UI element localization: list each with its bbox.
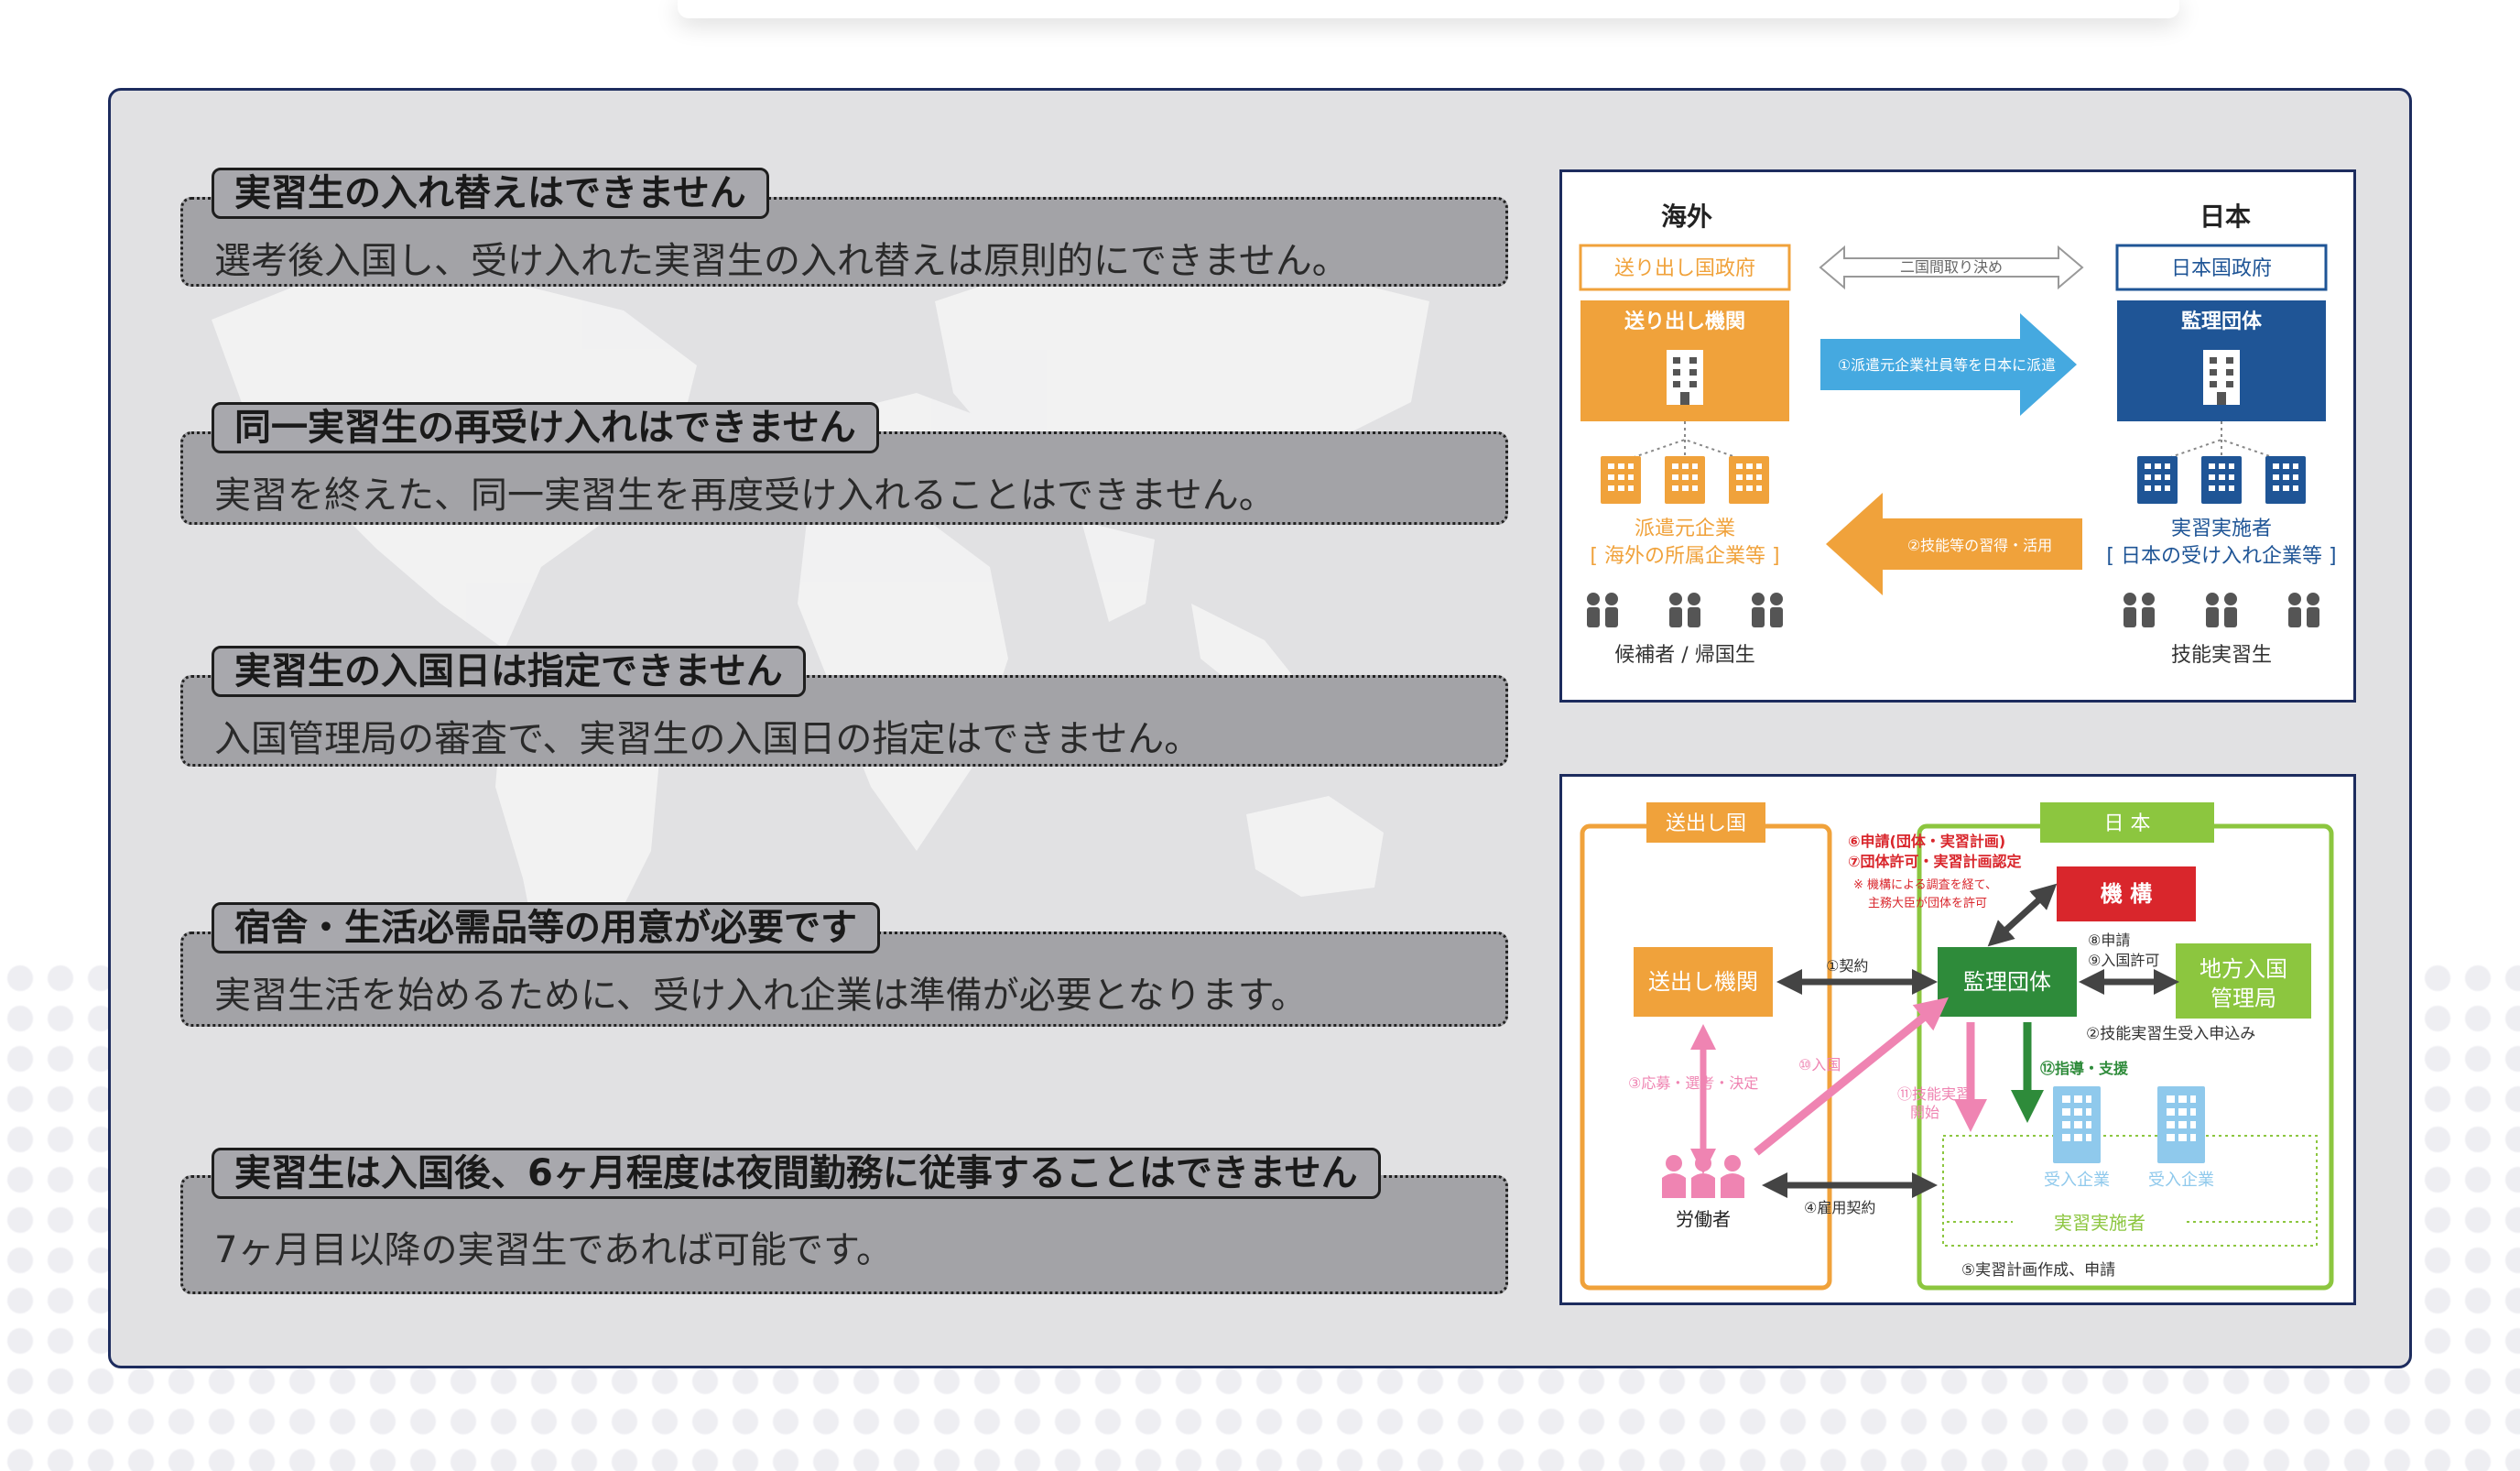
people-icon: [2124, 593, 2155, 627]
note-card: 7ヶ月目以降の実習生であれば可能です。 実習生は入国後、6ヶ月程度は夜間勤務に従…: [180, 1148, 1508, 1294]
step-11-label-2: 開始: [1910, 1104, 1939, 1121]
immigration-bureau-label-2: 管理局: [2210, 986, 2276, 1011]
step-5-label: ⑤実習計画作成、申請: [1961, 1261, 2115, 1280]
note-description: 7ヶ月目以降の実習生であれば可能です。: [214, 1229, 894, 1271]
worker-icon: [1721, 1155, 1744, 1198]
implementing-company-sublabel: [ 日本の受け入れ企業等 ]: [2106, 545, 2336, 568]
sending-country-header: [1646, 802, 1765, 843]
step-1-label: ①契約: [1826, 957, 1868, 975]
note-title: 実習生の入れ替えはできません: [212, 168, 769, 219]
step-12-label: ⑫指導・支援: [2040, 1060, 2129, 1077]
implementing-organizations-box: [1942, 1135, 2318, 1247]
note-card: 入国管理局の審査で、実習生の入国日の指定はできません。 実習生の入国日は指定でき…: [180, 646, 1508, 767]
info-panel: 選考後入国し、受け入れた実習生の入れ替えは原則的にできません。 実習生の入れ替え…: [108, 88, 2412, 1368]
note-description: 実習を終えた、同一実習生を再度受け入れることはできません。: [214, 474, 1276, 517]
note-card: 選考後入国し、受け入れた実習生の入れ替えは原則的にできません。 実習生の入れ替え…: [180, 168, 1508, 287]
company-building-icon: [1729, 456, 1769, 504]
worker-icon: [1662, 1155, 1686, 1198]
note-description: 選考後入国し、受け入れた実習生の入れ替えは原則的にできません。: [214, 240, 1349, 282]
note-title: 実習生は入国後、6ヶ月程度は夜間勤務に従事することはできません: [212, 1148, 1381, 1199]
company-building-icon: [1601, 456, 1641, 504]
note-description: 実習生活を始めるために、受け入れ企業は準備が必要となります。: [214, 975, 1308, 1017]
step-6-label: ⑥申請(団体・実習計画): [1848, 833, 2005, 850]
bilateral-agreement-label: 二国間取り決め: [1900, 258, 2003, 276]
company-building-icon: [2201, 456, 2242, 504]
skill-return-arrow-label: ②技能等の習得・活用: [1907, 537, 2052, 554]
sending-organization-label: 送り出し機関: [1624, 310, 1745, 333]
worker-icon: [1691, 1155, 1715, 1198]
step-11-label-1: ⑪技能実習: [1897, 1085, 1971, 1103]
kikou-box: [2057, 866, 2196, 921]
step-10-label: ⑩入国: [1798, 1056, 1841, 1073]
company-building-icon: [2157, 1086, 2205, 1163]
supervising-organization-label: 監理団体: [1963, 969, 2051, 995]
dispatching-company-label: 派遣元企業: [1635, 518, 1735, 540]
step-7-label: ⑦団体許可・実習計画認定: [1848, 853, 2022, 870]
japan-heading: 日本: [2200, 202, 2251, 232]
people-icon: [2206, 593, 2237, 627]
skill-return-arrow: [1826, 493, 2082, 595]
immigration-bureau-box: [2176, 943, 2311, 1019]
people-icon: [1752, 593, 1783, 627]
people-icon: [1587, 593, 1618, 627]
japan-label: 日 本: [2104, 812, 2151, 835]
company-a-label: 受入企業: [2044, 1171, 2110, 1190]
kikou-label: 機 構: [2101, 881, 2152, 907]
company-building-icon: [2053, 1086, 2101, 1163]
dispatch-arrow-label: ①派遣元企業社員等を日本に派遣: [1838, 356, 2056, 374]
step-7-note-2: 主務大臣が団体を許可: [1868, 897, 1987, 910]
supervising-organization-label: 監理団体: [2181, 311, 2263, 333]
sending-organization-label: 送出し機関: [1648, 969, 1758, 995]
japan-header: [2040, 802, 2214, 843]
step-8-label: ⑧申請: [2088, 932, 2130, 949]
note-card: 実習生活を始めるために、受け入れ企業は準備が必要となります。 宿舎・生活必需品等…: [180, 902, 1508, 1027]
note-card: 実習を終えた、同一実習生を再度受け入れることはできません。 同一実習生の再受け入…: [180, 402, 1508, 525]
technical-trainees-label: 技能実習生: [2171, 644, 2272, 667]
overseas-heading: 海外: [1661, 202, 1712, 232]
step-3-label: ③応募・選考・決定: [1628, 1074, 1758, 1092]
building-icon: [1667, 350, 1703, 405]
company-building-icon: [2265, 456, 2306, 504]
note-title: 宿舎・生活必需品等の用意が必要です: [212, 902, 880, 953]
candidates-label: 候補者 / 帰国生: [1614, 644, 1754, 667]
bilateral-agreement-arrow: [1819, 245, 2084, 290]
company-building-icon: [1665, 456, 1705, 504]
sending-government-label: 送り出し国政府: [1614, 257, 1755, 280]
immigration-bureau-label-1: 地方入国: [2200, 956, 2287, 982]
step-9-label: ⑨入国許可: [2088, 952, 2159, 969]
step-4-label: ④雇用契約: [1804, 1199, 1875, 1216]
japan-government-box: [2115, 244, 2328, 291]
implementing-organization-label: 実習実施者: [2054, 1212, 2145, 1234]
note-description: 入国管理局の審査で、実習生の入国日の指定はできません。: [214, 718, 1201, 760]
building-icon: [2203, 350, 2240, 405]
people-icon: [2288, 593, 2319, 627]
note-title: 同一実習生の再受け入れはできません: [212, 402, 879, 453]
sending-government-box: [1579, 244, 1791, 291]
dispatch-arrow: [1820, 313, 2077, 416]
company-b-label: 受入企業: [2148, 1171, 2214, 1190]
note-title: 実習生の入国日は指定できません: [212, 646, 806, 697]
supervising-organization-box: [1938, 947, 2077, 1017]
step-7-note-1: ※ 機構による調査を経て、: [1853, 878, 1997, 892]
acceptance-flow-figure: 送出し国 日 本 ⑥申請(団体・実習計画) ⑦団体許可・実習計画認定 ※ 機構に…: [1559, 774, 2356, 1305]
entry-arrow: [1754, 997, 1950, 1156]
sending-organization-box: [1634, 947, 1773, 1017]
step-2-label: ②技能実習生受入申込み: [2086, 1025, 2255, 1043]
worker-label: 労働者: [1676, 1208, 1731, 1230]
implementing-company-label: 実習実施者: [2171, 518, 2272, 540]
top-card-shadow: [678, 0, 2179, 18]
application-arrow: [1987, 883, 2058, 947]
company-building-icon: [2137, 456, 2178, 504]
sending-country-label: 送出し国: [1666, 812, 1746, 835]
dispatching-company-sublabel: [ 海外の所属企業等 ]: [1590, 545, 1779, 568]
japan-government-label: 日本国政府: [2171, 257, 2272, 280]
dispatch-scheme-figure: 海外 日本 送り出し国政府 日本国政府 二国間取り決め 送り出し機関 監理団体 …: [1559, 169, 2356, 703]
people-icon: [1669, 593, 1700, 627]
